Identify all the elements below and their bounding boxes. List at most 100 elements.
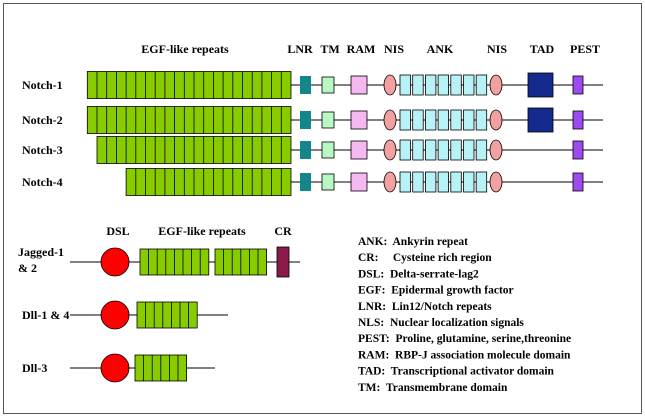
pest-domain xyxy=(572,140,584,160)
legend-entry: PEST: Proline, glutamine, serine,threoni… xyxy=(358,333,571,345)
ank-repeat xyxy=(463,139,475,161)
ligand-row: Dll-1 & 4 xyxy=(22,300,228,330)
ligand-row-label: Dll-3 xyxy=(22,361,47,375)
ank-repeat xyxy=(424,139,437,161)
ram-domain xyxy=(350,110,368,130)
ram-domain xyxy=(350,172,368,192)
nis-domain-left xyxy=(383,74,397,96)
egf-repeats-block xyxy=(136,301,198,329)
ank-repeat xyxy=(399,171,411,193)
header-ank: ANK xyxy=(427,42,454,56)
header-tad: TAD xyxy=(530,42,555,56)
lnr-domain xyxy=(300,141,311,159)
ank-repeat xyxy=(450,139,462,161)
legend-entry: LNR: Lin12/Notch repeats xyxy=(358,301,492,313)
legend-entry: CR: Cysteine rich region xyxy=(358,252,492,264)
legend-entry: TM: Transmembrane domain xyxy=(358,382,508,394)
header-lnr: LNR xyxy=(287,42,313,56)
ank-repeat xyxy=(424,74,437,96)
tm-domain xyxy=(321,76,335,94)
ank-repeat xyxy=(399,139,411,161)
notch-row: Notch-1 xyxy=(22,71,603,99)
ank-repeat xyxy=(463,74,475,96)
header-ram: RAM xyxy=(347,42,376,56)
nis-domain-right xyxy=(489,74,503,96)
legend-entry: TAD: Transcriptional activator domain xyxy=(358,366,555,378)
header-nis-right: NIS xyxy=(487,42,507,56)
ank-repeat xyxy=(475,74,488,96)
notch-row-label: Notch-1 xyxy=(22,78,63,92)
legend-entry: RAM: RBP-J association molecule domain xyxy=(358,349,571,361)
legend-entry: DSL: Delta-serrate-lag2 xyxy=(358,268,479,280)
ank-repeat xyxy=(450,74,462,96)
nis-domain-right xyxy=(489,139,503,161)
ank-repeat xyxy=(399,74,411,96)
ligand-row-label-line2: & 2 xyxy=(18,261,37,275)
pest-domain xyxy=(572,172,584,192)
ank-repeat xyxy=(412,74,424,96)
lnr-domain xyxy=(300,173,311,191)
cr-domain xyxy=(276,246,290,278)
ram-domain xyxy=(350,75,368,95)
dsl-domain xyxy=(100,353,130,383)
ank-repeat xyxy=(412,109,424,131)
tad-domain xyxy=(527,72,554,98)
header-nis-left: NIS xyxy=(384,42,404,56)
ank-repeat xyxy=(424,171,437,193)
header-dsl: DSL xyxy=(106,224,129,238)
ank-repeat xyxy=(437,74,450,96)
header-tm: TM xyxy=(320,42,339,56)
ram-domain xyxy=(350,140,368,160)
legend-entry: EGF: Epidermal growth factor xyxy=(358,285,514,297)
ligand-headers: DSL EGF-like repeats CR xyxy=(106,224,292,238)
ligand-rows: Jagged-1 & 2 Dll-1 & 4 Dll-3 xyxy=(18,245,300,383)
notch-row-label: Notch-4 xyxy=(22,175,63,189)
notch-headers: EGF-like repeats LNR TM RAM NIS ANK NIS … xyxy=(141,42,600,56)
notch-row-label: Notch-2 xyxy=(22,113,63,127)
legend-entry: NLS: Nuclear localization signals xyxy=(358,317,524,329)
ank-repeat xyxy=(475,171,488,193)
pest-domain xyxy=(572,75,584,95)
ank-repeat xyxy=(437,171,450,193)
lnr-domain xyxy=(300,76,311,94)
ligand-row: Dll-3 xyxy=(22,353,215,383)
header-pest: PEST xyxy=(570,42,600,56)
nis-domain-right xyxy=(489,171,503,193)
ank-repeat xyxy=(475,139,488,161)
tm-domain xyxy=(321,173,335,191)
notch-row: Notch-2 xyxy=(22,106,603,134)
ank-repeat xyxy=(463,171,475,193)
header-ligand-egf-like-repeats: EGF-like repeats xyxy=(158,224,246,238)
ank-repeat xyxy=(475,109,488,131)
egf-repeats-block xyxy=(125,168,292,196)
nis-domain-right xyxy=(489,109,503,131)
ligand-row-label: Jagged-1 xyxy=(18,245,64,259)
tm-domain xyxy=(321,111,335,129)
header-cr: CR xyxy=(274,224,292,238)
legend-entry: ANK: Ankyrin repeat xyxy=(358,236,468,248)
notch-row-label: Notch-3 xyxy=(22,143,63,157)
pest-domain xyxy=(572,110,584,130)
ank-repeat xyxy=(437,109,450,131)
ank-repeat xyxy=(412,171,424,193)
ank-repeat xyxy=(412,139,424,161)
ligand-row: Jagged-1 & 2 xyxy=(18,245,300,278)
egf-repeats-block xyxy=(86,71,292,99)
ank-repeat xyxy=(424,109,437,131)
notch-row: Notch-4 xyxy=(22,168,603,196)
tm-domain xyxy=(321,141,335,159)
dsl-domain xyxy=(100,247,130,277)
nis-domain-left xyxy=(383,109,397,131)
nis-domain-left xyxy=(383,171,397,193)
nis-domain-left xyxy=(383,139,397,161)
dsl-domain xyxy=(100,300,130,330)
lnr-domain xyxy=(300,111,311,129)
ank-repeat xyxy=(399,109,411,131)
tad-domain xyxy=(527,107,554,133)
egf-repeats-block xyxy=(86,106,292,134)
ank-repeat xyxy=(437,139,450,161)
ank-repeat xyxy=(463,109,475,131)
